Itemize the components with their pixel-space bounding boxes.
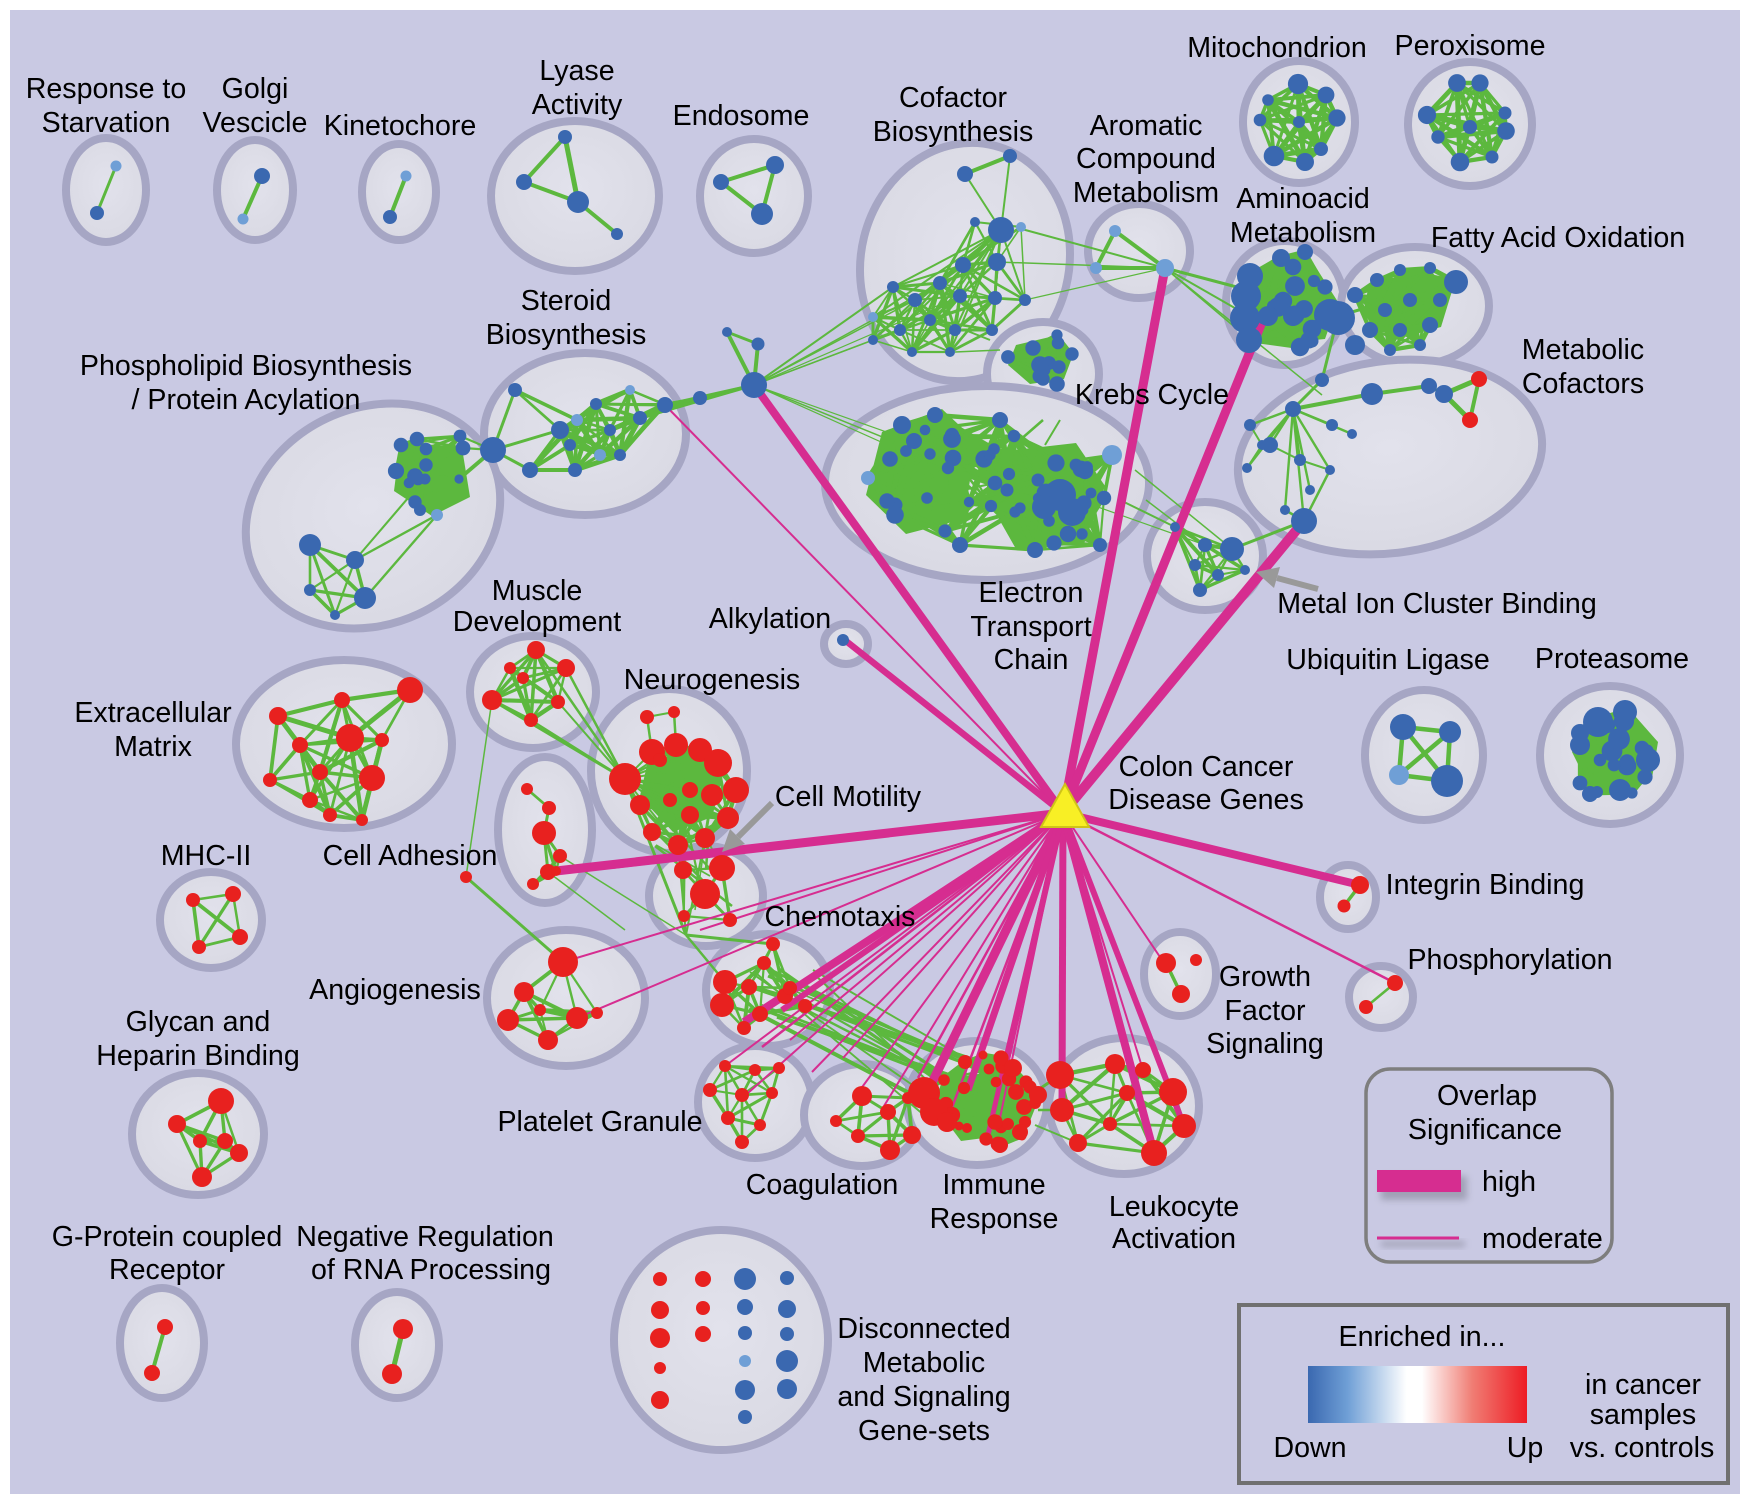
svg-text:MHC-II: MHC-II [161,840,252,872]
svg-text:Disconnected: Disconnected [837,1313,1010,1345]
svg-text:Leukocyte: Leukocyte [1109,1191,1239,1223]
svg-text:Factor: Factor [1224,995,1306,1027]
svg-text:G-Protein coupled: G-Protein coupled [52,1221,282,1253]
svg-text:Vescicle: Vescicle [203,107,308,139]
svg-text:Heparin Binding: Heparin Binding [96,1040,299,1072]
svg-text:Proteasome: Proteasome [1535,643,1689,675]
svg-text:Up: Up [1507,1432,1544,1464]
svg-text:Biosynthesis: Biosynthesis [486,319,647,351]
svg-text:Metabolism: Metabolism [1230,217,1376,249]
svg-text:Matrix: Matrix [114,731,192,763]
svg-text:Receptor: Receptor [109,1254,226,1286]
svg-text:Response to: Response to [26,73,187,105]
svg-text:Coagulation: Coagulation [746,1169,899,1201]
svg-text:Gene-sets: Gene-sets [858,1415,990,1447]
svg-text:Disease Genes: Disease Genes [1108,784,1304,816]
svg-text:Overlap: Overlap [1437,1080,1537,1112]
svg-text:Negative Regulation: Negative Regulation [296,1221,554,1253]
svg-text:Activity: Activity [532,89,623,121]
svg-text:Metabolic: Metabolic [863,1347,985,1379]
svg-text:Significance: Significance [1408,1114,1562,1146]
svg-text:Electron: Electron [979,577,1084,609]
svg-text:Platelet Granule: Platelet Granule [497,1106,702,1138]
svg-text:Extracellular: Extracellular [74,697,232,729]
svg-text:vs. controls: vs. controls [1570,1432,1715,1464]
svg-text:high: high [1482,1166,1536,1198]
svg-text:Golgi: Golgi [222,73,289,105]
svg-text:Down: Down [1273,1432,1346,1464]
svg-text:Enriched in...: Enriched in... [1339,1321,1506,1353]
svg-text:Growth: Growth [1219,961,1311,993]
svg-text:Chain: Chain [994,644,1069,676]
svg-text:Cofactor: Cofactor [899,82,1008,114]
svg-text:Response: Response [930,1203,1059,1235]
svg-text:Lyase: Lyase [539,55,614,87]
svg-text:Steroid: Steroid [521,285,612,317]
svg-text:Cell Motility: Cell Motility [775,781,922,813]
svg-text:Glycan and: Glycan and [126,1006,271,1038]
svg-text:Compound: Compound [1076,143,1216,175]
svg-text:of RNA Processing: of RNA Processing [311,1254,551,1286]
svg-text:Cell Adhesion: Cell Adhesion [323,840,498,872]
svg-text:Angiogenesis: Angiogenesis [309,974,481,1006]
svg-text:Phosphorylation: Phosphorylation [1407,944,1612,976]
svg-text:Activation: Activation [1112,1223,1236,1255]
svg-text:Kinetochore: Kinetochore [324,110,477,142]
svg-text:Biosynthesis: Biosynthesis [873,116,1034,148]
svg-text:moderate: moderate [1482,1223,1603,1255]
svg-text:Ubiquitin Ligase: Ubiquitin Ligase [1286,644,1489,676]
svg-text:Signaling: Signaling [1206,1028,1324,1060]
svg-text:Aromatic: Aromatic [1090,110,1203,142]
svg-text:Muscle: Muscle [492,575,583,607]
svg-text:Integrin Binding: Integrin Binding [1386,869,1585,901]
svg-text:Metabolism: Metabolism [1073,177,1219,209]
svg-text:Development: Development [453,606,622,638]
svg-text:Chemotaxis: Chemotaxis [765,901,916,933]
svg-text:Metabolic: Metabolic [1522,334,1644,366]
svg-text:Metal Ion Cluster Binding: Metal Ion Cluster Binding [1277,588,1596,620]
svg-text:Fatty Acid Oxidation: Fatty Acid Oxidation [1431,222,1685,254]
svg-text:Mitochondrion: Mitochondrion [1187,32,1367,64]
svg-text:Cofactors: Cofactors [1522,368,1644,400]
svg-text:Aminoacid: Aminoacid [1236,183,1370,215]
svg-text:/ Protein Acylation: / Protein Acylation [132,384,361,416]
svg-text:Krebs Cycle: Krebs Cycle [1075,379,1229,411]
svg-text:Transport: Transport [970,611,1091,643]
svg-text:Colon Cancer: Colon Cancer [1119,751,1294,783]
svg-text:in cancer: in cancer [1585,1369,1702,1401]
svg-text:Peroxisome: Peroxisome [1395,30,1546,62]
svg-text:Alkylation: Alkylation [709,603,831,635]
svg-text:Immune: Immune [942,1169,1045,1201]
svg-text:Starvation: Starvation [42,107,171,139]
svg-text:Endosome: Endosome [673,100,810,132]
svg-text:Phospholipid Biosynthesis: Phospholipid Biosynthesis [80,350,412,382]
svg-text:and Signaling: and Signaling [837,1381,1010,1413]
svg-text:Neurogenesis: Neurogenesis [624,664,800,696]
svg-text:samples: samples [1590,1399,1696,1431]
